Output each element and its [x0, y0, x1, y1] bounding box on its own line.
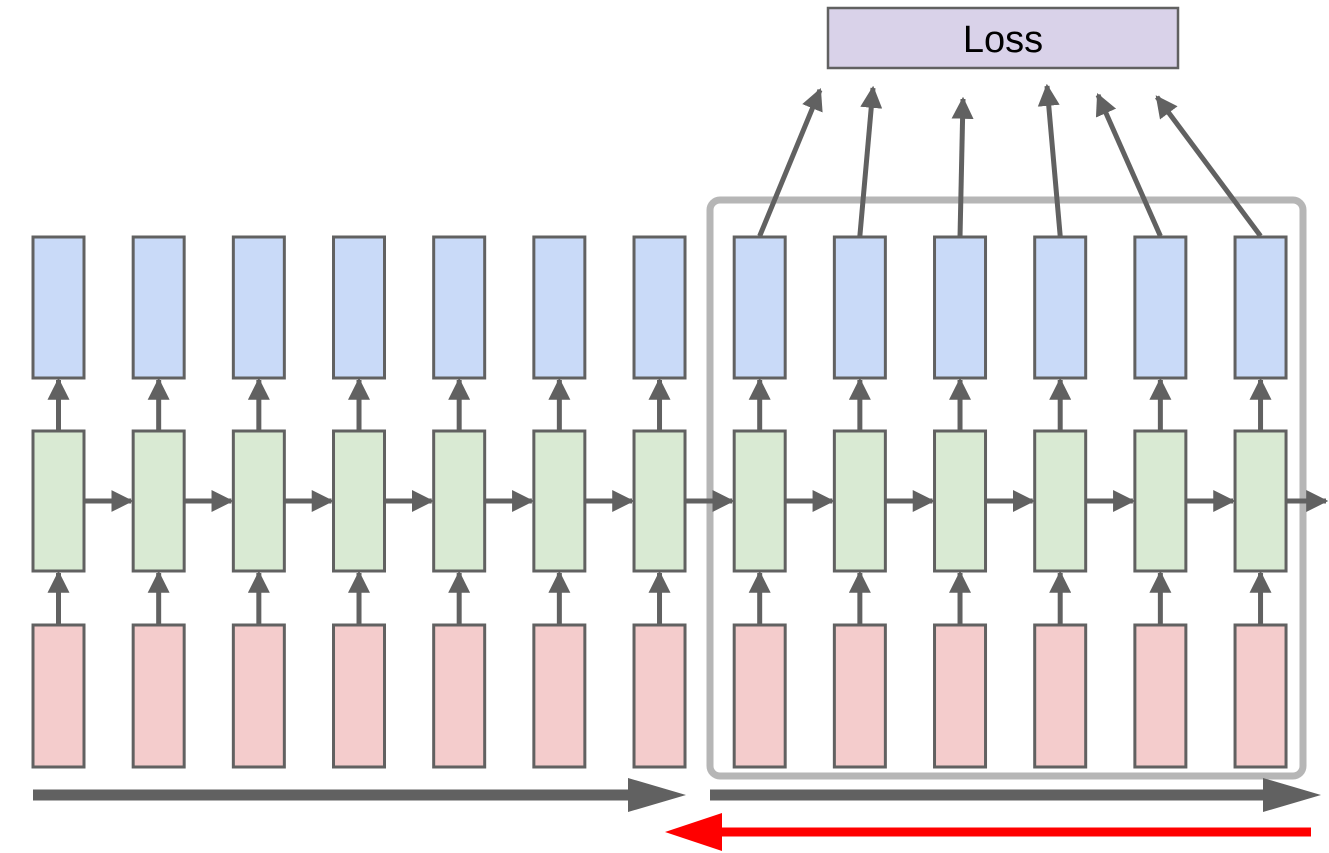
output-to-loss-arrow: [1095, 92, 1163, 238]
forward-direction-arrow-right-shaft: [710, 789, 1263, 801]
output-to-loss-arrow: [951, 96, 974, 237]
input-box: [1133, 623, 1188, 769]
timestep-column-3: [231, 235, 286, 769]
forward-direction-arrow-right-head: [1263, 778, 1321, 812]
output-box: [1133, 235, 1188, 380]
input-box: [231, 623, 286, 769]
hidden-box: [432, 429, 487, 573]
input-box: [131, 623, 186, 769]
loss-box: [826, 6, 1180, 70]
timestep-column-13: [1233, 235, 1288, 769]
hidden-box: [933, 429, 988, 573]
hidden-box: [1233, 429, 1288, 573]
timestep-column-4: [332, 235, 387, 769]
timestep-column-9: [832, 235, 887, 769]
input-box: [832, 623, 887, 769]
output-box: [933, 235, 988, 380]
forward-direction-arrow-right: [710, 778, 1321, 812]
timestep-column-11: [1033, 235, 1088, 769]
timestep-column-7: [632, 235, 687, 769]
output-box: [231, 235, 286, 380]
input-box: [632, 623, 687, 769]
timestep-column-6: [532, 235, 587, 769]
output-box: [632, 235, 687, 380]
input-box: [1233, 623, 1288, 769]
output-to-loss-arrow: [1037, 83, 1063, 237]
backward-direction-arrow: [665, 813, 1311, 851]
forward-direction-arrow-left-head: [628, 778, 686, 812]
hidden-box: [1033, 429, 1088, 573]
hidden-box: [31, 429, 86, 573]
truncation-window-layer: [706, 196, 1307, 780]
timestep-column-1: [31, 235, 86, 769]
hidden-box: [832, 429, 887, 573]
input-box: [1033, 623, 1088, 769]
output-to-loss-arrow: [1154, 95, 1263, 238]
backward-direction-arrow-head: [665, 813, 722, 851]
input-box: [532, 623, 587, 769]
hidden-box: [1133, 429, 1188, 573]
output-box: [832, 235, 887, 380]
loss-arrows-layer: [757, 83, 1263, 238]
forward-direction-arrow-left: [33, 778, 686, 812]
timestep-column-12: [1133, 235, 1188, 769]
output-box: [31, 235, 86, 380]
timestep-columns-layer: [31, 235, 1288, 769]
timestep-column-5: [432, 235, 487, 769]
input-box: [933, 623, 988, 769]
hidden-box: [732, 429, 787, 573]
loss-node: Loss: [826, 6, 1180, 70]
output-box: [432, 235, 487, 380]
timestep-column-8: [732, 235, 787, 769]
output-box: [131, 235, 186, 380]
input-box: [432, 623, 487, 769]
arrows-layer: [47, 377, 1329, 624]
timestep-column-2: [131, 235, 186, 769]
hidden-box: [532, 429, 587, 573]
input-box: [332, 623, 387, 769]
input-box: [31, 623, 86, 769]
hidden-box: [632, 429, 687, 573]
input-box: [732, 623, 787, 769]
output-to-loss-arrow: [757, 87, 823, 237]
hidden-box: [131, 429, 186, 573]
output-box: [732, 235, 787, 380]
truncation-window-frame: [706, 196, 1307, 780]
output-box: [532, 235, 587, 380]
output-box: [1033, 235, 1088, 380]
timestep-column-10: [933, 235, 988, 769]
loss-label: Loss: [963, 19, 1043, 61]
direction-arrows-layer: [33, 778, 1321, 851]
output-box: [332, 235, 387, 380]
forward-direction-arrow-left-shaft: [33, 789, 628, 801]
backward-direction-arrow-shaft: [722, 827, 1311, 837]
output-box: [1233, 235, 1288, 380]
hidden-box: [231, 429, 286, 573]
output-to-loss-arrow: [857, 85, 883, 237]
hidden-box: [332, 429, 387, 573]
